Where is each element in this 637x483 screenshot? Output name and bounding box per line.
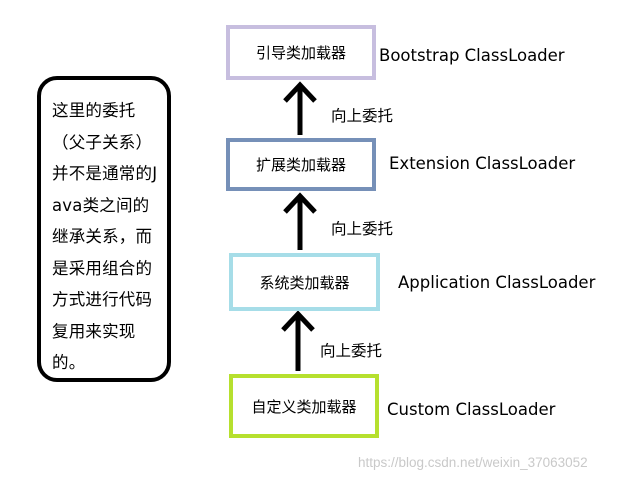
bootstrap-class-name: Bootstrap ClassLoader: [379, 46, 565, 65]
application-class-name: Application ClassLoader: [398, 273, 596, 292]
edge-label-custom-to-app: 向上委托: [320, 342, 383, 360]
arrow-app-to-ext: [283, 192, 317, 250]
bootstrap-loader-box: 引导类加载器: [226, 25, 376, 80]
custom-class-name: Custom ClassLoader: [387, 400, 556, 419]
arrow-ext-to-boot: [283, 81, 317, 135]
watermark-text: https://blog.csdn.net/weixin_37063052: [358, 455, 588, 470]
extension-loader-box: 扩展类加载器: [226, 138, 376, 191]
note-box: [37, 76, 171, 382]
custom-loader-name: 自定义类加载器: [251, 397, 357, 416]
application-loader-name: 系统类加载器: [259, 273, 350, 292]
application-loader-box: 系统类加载器: [229, 253, 380, 311]
edge-label-ext-to-boot: 向上委托: [331, 107, 394, 125]
bootstrap-loader-name: 引导类加载器: [255, 44, 346, 62]
arrow-custom-to-app: [281, 310, 315, 371]
extension-loader-name: 扩展类加载器: [255, 156, 346, 174]
custom-loader-box: 自定义类加载器: [229, 374, 379, 438]
note-text: 这里的委托（父子关系）并不是通常的Java类之间的继承关系，而是采用组合的方式进…: [52, 101, 158, 372]
extension-class-name: Extension ClassLoader: [389, 154, 576, 173]
edge-label-app-to-ext: 向上委托: [331, 220, 394, 238]
